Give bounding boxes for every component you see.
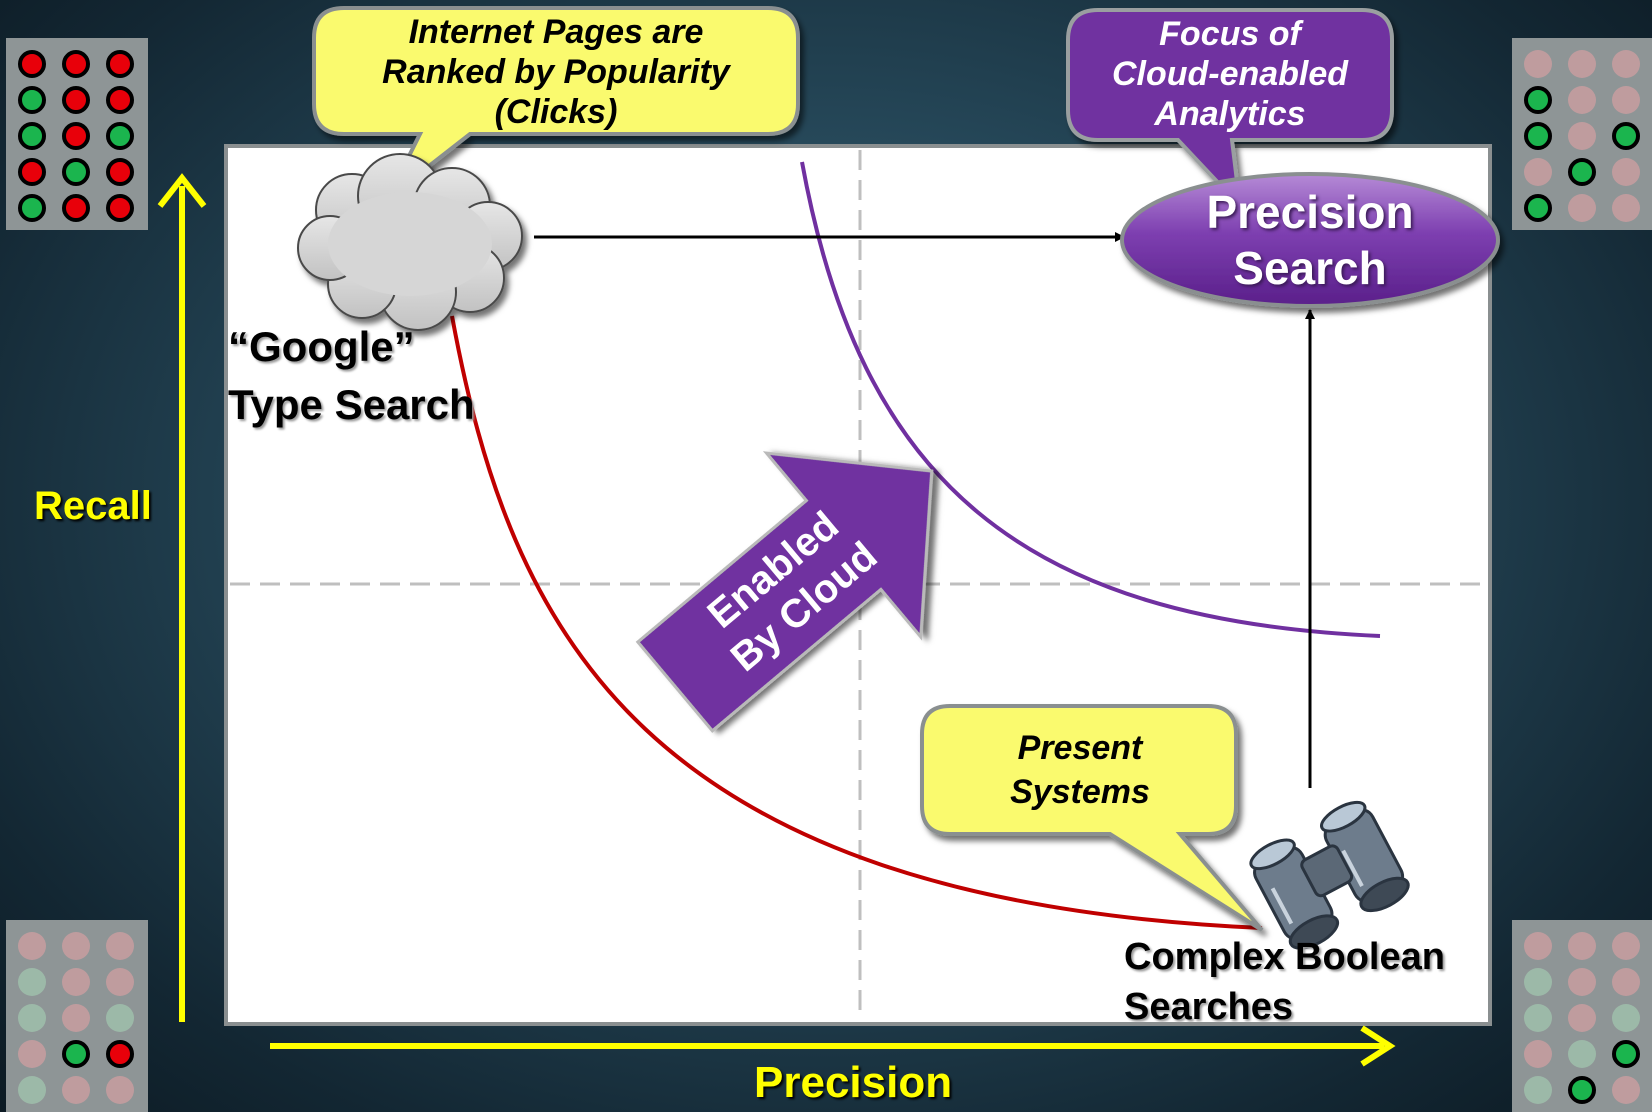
status-dot [1524, 1076, 1552, 1104]
status-dot [1568, 194, 1596, 222]
status-dot [62, 86, 90, 114]
dot-panel-top-left [6, 38, 148, 230]
focus-line-1: Focus of [1159, 15, 1301, 53]
status-dot [18, 158, 46, 186]
cloud-tradeoff-curve [800, 161, 1381, 638]
status-dot [1612, 968, 1640, 996]
status-dot [18, 1040, 46, 1068]
precision-axis-label: Precision [754, 1058, 953, 1107]
precision-search-label: Precision Search [1140, 184, 1480, 296]
present-tradeoff-curve [450, 315, 1263, 930]
google-search-line-1: “Google” [228, 323, 415, 370]
status-dot [1524, 1004, 1552, 1032]
internet-pages-line-2: Ranked by Popularity [382, 53, 730, 91]
status-dot [1568, 932, 1596, 960]
status-dot [62, 122, 90, 150]
recall-axis-label: Recall [34, 484, 152, 528]
focus-line-2: Cloud-enabled [1111, 55, 1349, 93]
precision-axis-arrowhead [1360, 1025, 1396, 1067]
status-dot [106, 158, 134, 186]
status-dot [62, 158, 90, 186]
status-dot [1612, 122, 1640, 150]
status-dot [1568, 50, 1596, 78]
status-dot [1612, 932, 1640, 960]
cloud-icon [297, 153, 523, 331]
status-dot [62, 932, 90, 960]
dot-panel-bottom-right [1512, 920, 1652, 1112]
status-dot [62, 1004, 90, 1032]
status-dot [1524, 122, 1552, 150]
status-dot [18, 1004, 46, 1032]
present-systems-callout-text: Present Systems [924, 726, 1236, 814]
enabled-by-cloud-arrow [635, 451, 934, 733]
complex-boolean-line-1: Complex Boolean [1124, 936, 1445, 978]
binoculars-icon [1249, 800, 1410, 950]
status-dot [1612, 1004, 1640, 1032]
status-dot [1612, 1076, 1640, 1104]
status-dot [1612, 158, 1640, 186]
status-dot [1568, 1076, 1596, 1104]
status-dot [18, 1076, 46, 1104]
status-dot [62, 1076, 90, 1104]
focus-callout-text: Focus of Cloud-enabled Analytics [1070, 14, 1390, 134]
status-dot [1612, 194, 1640, 222]
status-dot [18, 194, 46, 222]
status-dot [106, 1040, 134, 1068]
status-dot [18, 122, 46, 150]
status-dot [62, 968, 90, 996]
internet-pages-callout-text: Internet Pages are Ranked by Popularity … [318, 12, 794, 132]
present-systems-line-2: Systems [1010, 773, 1150, 811]
status-dot [1612, 1040, 1640, 1068]
google-search-line-2: Type Search [228, 381, 475, 428]
status-dot [18, 968, 46, 996]
status-dot [106, 1076, 134, 1104]
recall-axis-arrowhead [157, 173, 207, 208]
status-dot [1524, 50, 1552, 78]
status-dot [1568, 122, 1596, 150]
status-dot [1524, 194, 1552, 222]
status-dot [106, 968, 134, 996]
status-dot [1568, 1004, 1596, 1032]
status-dot [106, 122, 134, 150]
present-systems-callout [920, 704, 1264, 932]
status-dot [1612, 86, 1640, 114]
google-search-label: “Google” Type Search [228, 318, 475, 434]
complex-boolean-line-2: Searches [1124, 986, 1294, 1028]
status-dot [1524, 86, 1552, 114]
present-systems-line-1: Present [1017, 729, 1143, 767]
status-dot [18, 86, 46, 114]
focus-callout [1066, 8, 1394, 212]
status-dot [1524, 932, 1552, 960]
internet-pages-line-1: Internet Pages are [408, 13, 704, 51]
status-dot [62, 50, 90, 78]
precision-search-line-2: Search [1233, 242, 1387, 294]
status-dot [18, 932, 46, 960]
status-dot [62, 1040, 90, 1068]
status-dot [1524, 1040, 1552, 1068]
status-dot [1568, 1040, 1596, 1068]
status-dot [62, 194, 90, 222]
status-dot [18, 50, 46, 78]
status-dot [1612, 50, 1640, 78]
status-dot [106, 194, 134, 222]
status-dot [106, 932, 134, 960]
status-dot [1568, 968, 1596, 996]
status-dot [106, 86, 134, 114]
precision-search-ellipse [1120, 172, 1500, 308]
internet-pages-line-3: (Clicks) [494, 93, 618, 131]
precision-search-line-1: Precision [1206, 186, 1414, 238]
status-dot [1568, 86, 1596, 114]
focus-line-3: Analytics [1154, 95, 1306, 133]
status-dot [106, 1004, 134, 1032]
status-dot [1524, 158, 1552, 186]
dot-panel-bottom-left [6, 920, 148, 1112]
status-dot [106, 50, 134, 78]
status-dot [1568, 158, 1596, 186]
dot-panel-top-right [1512, 38, 1652, 230]
complex-boolean-label: Complex Boolean Searches [1124, 932, 1445, 1032]
status-dot [1524, 968, 1552, 996]
